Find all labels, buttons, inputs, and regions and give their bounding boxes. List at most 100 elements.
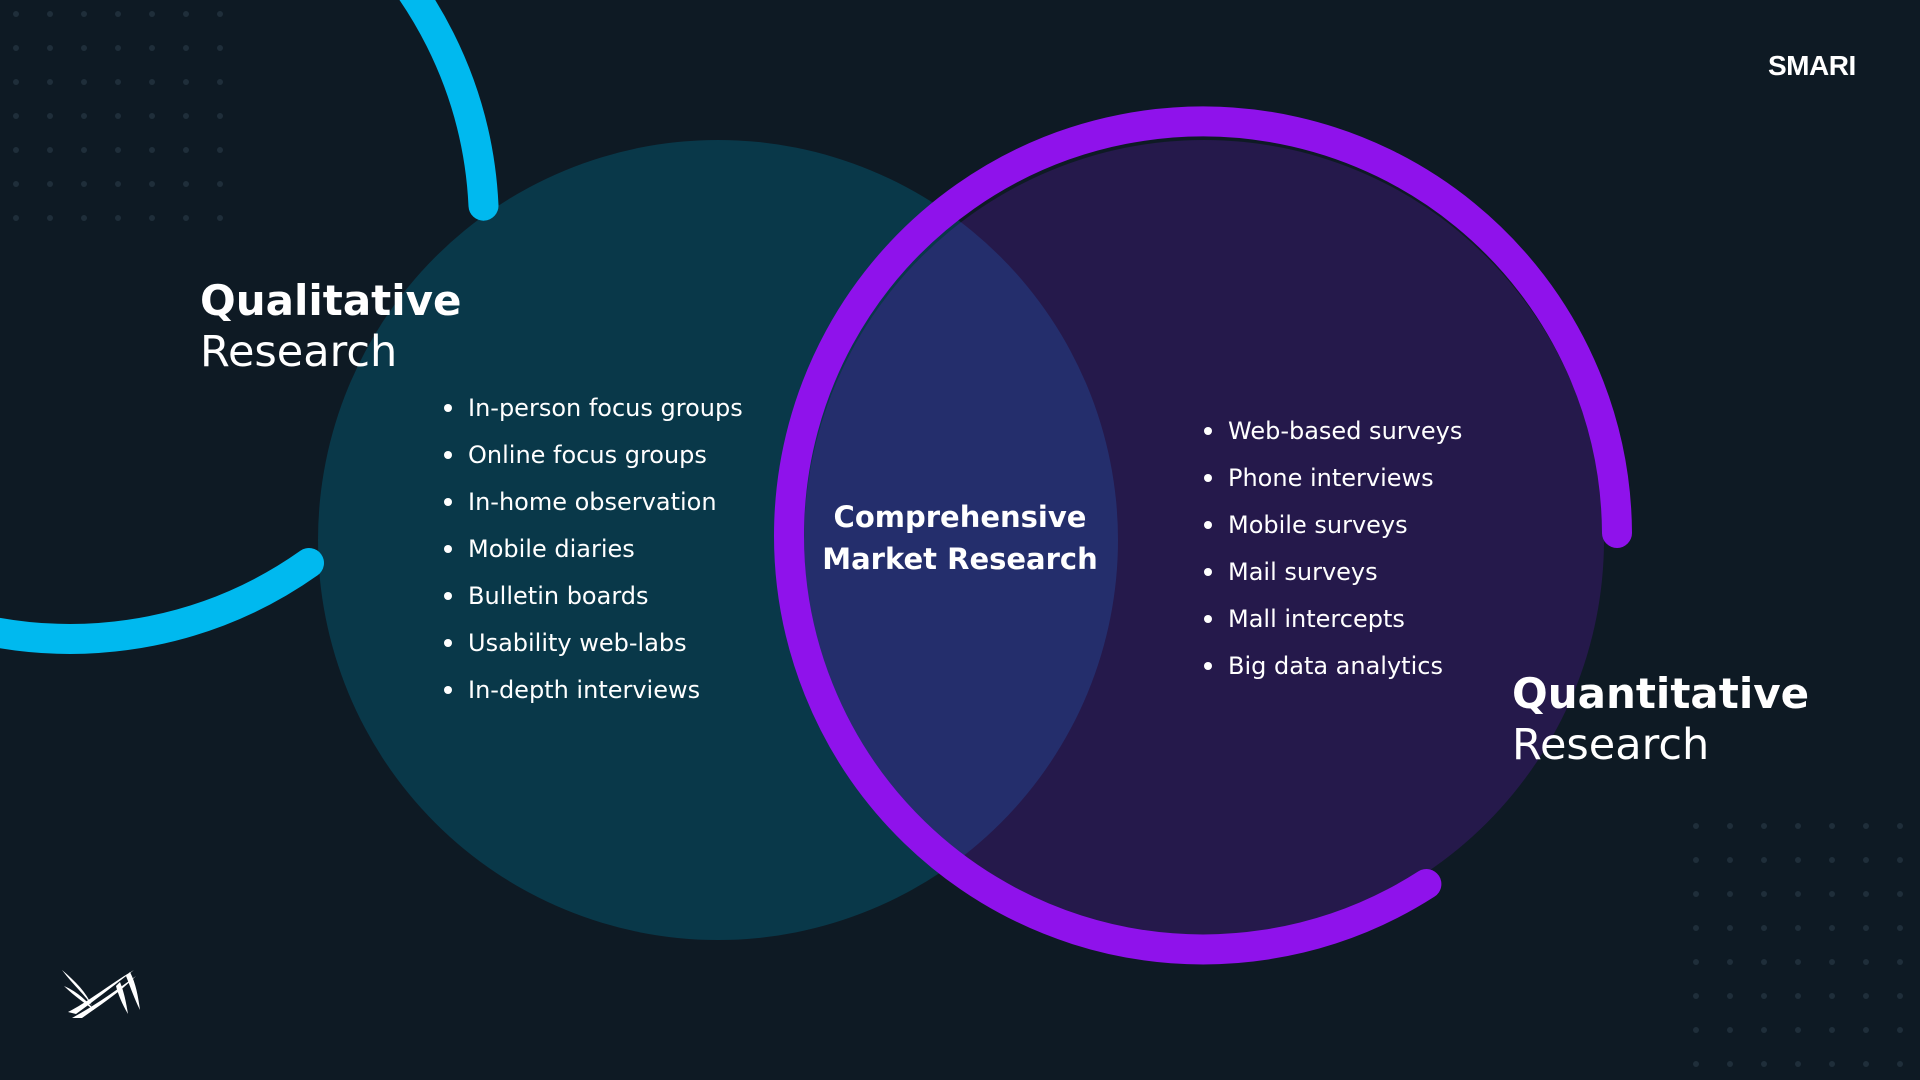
dot <box>1863 823 1869 829</box>
dot <box>1863 891 1869 897</box>
dot <box>1897 993 1903 999</box>
dot <box>1863 993 1869 999</box>
dot <box>13 181 19 187</box>
qualitative-heading: Qualitative Research <box>200 275 462 379</box>
dot <box>149 45 155 51</box>
dot-pattern-bottom-right <box>1693 823 1903 1067</box>
dot <box>1897 857 1903 863</box>
dot <box>1795 1061 1801 1067</box>
dot <box>13 215 19 221</box>
dot <box>1727 857 1733 863</box>
dot <box>1795 993 1801 999</box>
dot <box>47 215 53 221</box>
dot <box>1897 823 1903 829</box>
dot <box>1829 925 1835 931</box>
dot <box>1795 925 1801 931</box>
dot <box>1727 1061 1733 1067</box>
dot <box>13 79 19 85</box>
dot <box>1761 823 1767 829</box>
dot <box>1863 1061 1869 1067</box>
dot <box>1761 891 1767 897</box>
dot <box>81 79 87 85</box>
list-item: Big data analytics <box>1204 651 1443 681</box>
dot <box>47 113 53 119</box>
dot <box>1795 891 1801 897</box>
list-item: Usability web-labs <box>444 628 687 658</box>
qualitative-subtitle: Research <box>200 327 398 378</box>
dot <box>1761 993 1767 999</box>
dot <box>115 113 121 119</box>
dot <box>1795 1027 1801 1033</box>
dot <box>1693 823 1699 829</box>
dot <box>1829 823 1835 829</box>
dot <box>1693 993 1699 999</box>
list-item: Phone interviews <box>1204 463 1434 493</box>
list-item: In-home observation <box>444 487 717 517</box>
dot <box>149 215 155 221</box>
dot <box>183 113 189 119</box>
dot <box>1761 959 1767 965</box>
swoosh-logo-icon <box>62 970 140 1018</box>
dot <box>81 113 87 119</box>
dot-pattern-top-left <box>13 11 223 221</box>
list-item: Bulletin boards <box>444 581 649 611</box>
dot <box>149 181 155 187</box>
dot <box>47 181 53 187</box>
dot <box>183 215 189 221</box>
dot <box>1795 959 1801 965</box>
dot <box>183 181 189 187</box>
dot <box>115 147 121 153</box>
dot <box>149 113 155 119</box>
dot <box>1897 891 1903 897</box>
dot <box>13 11 19 17</box>
dot <box>1693 857 1699 863</box>
dot <box>1727 993 1733 999</box>
list-item: Online focus groups <box>444 440 707 470</box>
dot <box>47 79 53 85</box>
dot <box>115 215 121 221</box>
dot <box>13 113 19 119</box>
list-item: Mobile surveys <box>1204 510 1408 540</box>
dot <box>1829 1061 1835 1067</box>
dot <box>1829 993 1835 999</box>
dot <box>1761 1061 1767 1067</box>
dot <box>217 11 223 17</box>
dot <box>217 79 223 85</box>
overlap-region <box>804 140 1118 940</box>
dot <box>1863 959 1869 965</box>
dot <box>217 113 223 119</box>
dot <box>1829 959 1835 965</box>
list-item: In-person focus groups <box>444 393 743 423</box>
dot <box>1863 925 1869 931</box>
dot <box>1897 925 1903 931</box>
dot <box>81 147 87 153</box>
dot <box>183 79 189 85</box>
dot <box>1897 1027 1903 1033</box>
list-item: In-depth interviews <box>444 675 700 705</box>
dot <box>115 181 121 187</box>
list-item: Mobile diaries <box>444 534 635 564</box>
dot <box>217 215 223 221</box>
dot <box>217 181 223 187</box>
dot <box>1761 857 1767 863</box>
dot <box>47 45 53 51</box>
quantitative-ring <box>774 106 1632 965</box>
dot <box>81 215 87 221</box>
qualitative-title: Qualitative <box>200 276 462 325</box>
list-item: Web-based surveys <box>1204 416 1462 446</box>
dot <box>115 79 121 85</box>
dot <box>1693 1027 1699 1033</box>
dot <box>1761 925 1767 931</box>
dot <box>149 79 155 85</box>
dot <box>47 11 53 17</box>
dot <box>1693 891 1699 897</box>
dot <box>1727 959 1733 965</box>
overlap-label-line2: Market Research <box>822 542 1098 577</box>
dot <box>1795 823 1801 829</box>
dot <box>149 147 155 153</box>
quantitative-heading: Quantitative Research <box>1512 668 1809 772</box>
dot <box>1693 1061 1699 1067</box>
dot <box>1897 959 1903 965</box>
